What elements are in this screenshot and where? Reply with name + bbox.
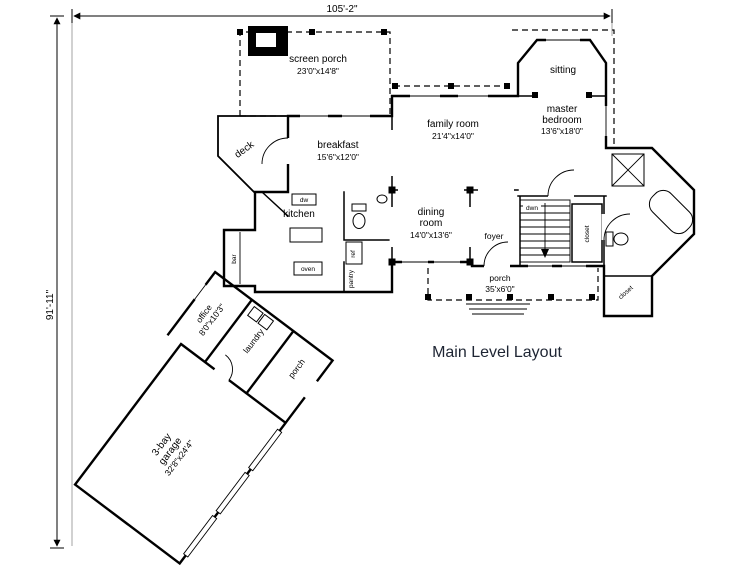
washer-box	[246, 305, 264, 323]
laundry-label-group: laundry	[241, 326, 266, 355]
powder-toilet-bowl	[352, 213, 366, 229]
page-title: Main Level Layout	[432, 344, 562, 361]
window-lines	[300, 39, 607, 267]
tub-outline	[648, 189, 694, 235]
family-room-label: family room	[427, 119, 479, 130]
chimney	[248, 26, 288, 56]
refrigerator-label-group: ref	[350, 250, 357, 258]
deck-outline	[217, 115, 289, 193]
closet-hall-label-group: closet	[584, 225, 591, 242]
deck-label: deck	[233, 139, 257, 161]
foyer-label: foyer	[485, 231, 504, 241]
room-labels: screen porch 23'0"x14'8" sitting family …	[233, 54, 635, 301]
garage-door-panels	[183, 284, 283, 558]
powder-toilet-tank	[351, 203, 367, 212]
closet-master-label: closet	[617, 284, 634, 301]
refrigerator-label: ref	[350, 250, 357, 258]
dining-room-label-line1: dining	[418, 207, 445, 218]
firebox	[256, 33, 276, 47]
stairs-label-backing	[523, 203, 541, 211]
master-bedroom-label-line2: bedroom	[542, 115, 581, 126]
screen-porch-size: 23'0"x14'8"	[297, 66, 339, 76]
front-porch-size: 35'x6'0"	[485, 284, 514, 294]
office-label-group: office 8'0"x10'3"	[194, 302, 227, 338]
garage-label-group: 3-bay garage 32'8"x24'4"	[150, 432, 196, 478]
family-room-size: 21'4"x14'0"	[432, 131, 474, 141]
stair-arrow	[541, 249, 549, 258]
pantry-label-group: pantry	[348, 269, 355, 288]
closet-master-label-group: closet	[617, 284, 634, 301]
dining-room-size: 14'0"x13'6"	[410, 230, 452, 240]
master-bedroom-size: 13'6"x18'0"	[541, 126, 583, 136]
dishwasher-box	[291, 193, 317, 206]
sitting-label: sitting	[550, 65, 576, 76]
fixture-labels: dw oven bar ref dwn	[231, 197, 541, 273]
dimension-annotations: 105'-2" 91'-11"	[45, 4, 613, 549]
stair-well	[519, 199, 571, 263]
garage-wing: office 8'0"x10'3" laundry porch 3-bay ga…	[73, 270, 335, 566]
bar-label-group: bar	[231, 253, 238, 263]
sitting-overhang-outline	[512, 29, 615, 146]
bar-label: bar	[231, 253, 238, 263]
dishwasher-label: dw	[300, 197, 309, 204]
front-porch-outline	[427, 268, 599, 301]
closet-hall-label: closet	[584, 225, 591, 242]
exterior-walls	[217, 38, 696, 318]
door-arcs	[261, 137, 631, 267]
laundry-label: laundry	[241, 326, 266, 355]
fixtures-layer	[239, 153, 694, 284]
columns	[237, 29, 595, 300]
front-porch-label: porch	[489, 273, 511, 283]
pantry-label: pantry	[348, 269, 355, 288]
oven-box	[293, 261, 323, 276]
rear-porch-label-group: porch	[286, 357, 307, 380]
tub	[648, 189, 694, 235]
garage-door-arc	[225, 354, 233, 381]
stairs	[519, 199, 571, 263]
height-dimension-label: 91'-11"	[45, 289, 56, 320]
rear-porch-label: porch	[286, 357, 307, 380]
main-house-outline	[222, 38, 696, 318]
width-dimension-label: 105'-2"	[326, 4, 357, 15]
refrigerator-box	[345, 241, 363, 265]
kitchen-label: kitchen	[283, 209, 315, 220]
master-bedroom-label-line1: master	[547, 104, 578, 115]
dining-room-label-line2: room	[420, 218, 443, 229]
stairs-label: dwn	[526, 205, 538, 212]
front-steps	[466, 303, 530, 315]
powder-sink	[376, 194, 388, 204]
shower-glass-lines	[611, 153, 645, 187]
garage-wing-walls	[73, 270, 335, 566]
deck-label-group: deck	[233, 139, 257, 161]
oven-label: oven	[301, 266, 315, 273]
height-label-group: 91'-11"	[45, 289, 56, 320]
bath-toilet-tank	[605, 231, 614, 247]
breakfast-label: breakfast	[317, 140, 358, 151]
breakfast-size: 15'6"x12'0"	[317, 152, 359, 162]
dryer-box	[257, 313, 275, 331]
bath-toilet-bowl	[613, 232, 629, 246]
kitchen-island	[289, 227, 323, 243]
screen-porch-label: screen porch	[289, 54, 347, 65]
